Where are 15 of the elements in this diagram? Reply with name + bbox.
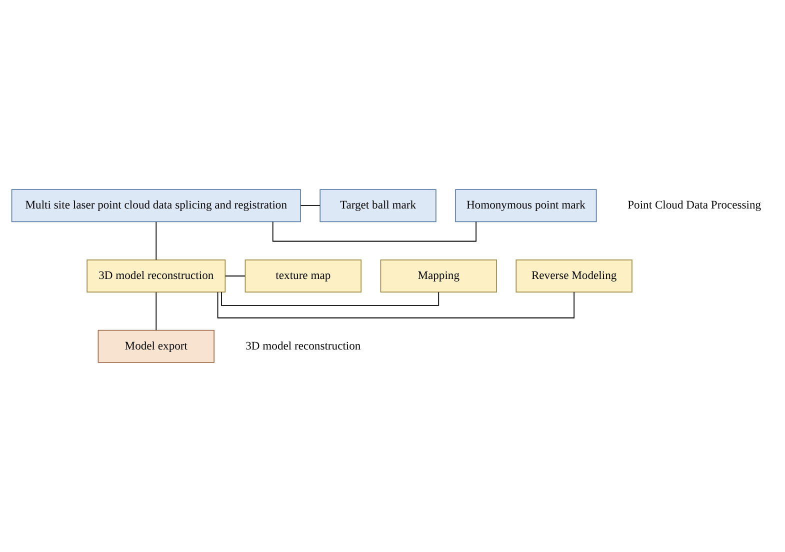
node-box: Mapping	[380, 260, 497, 292]
node-box: 3D model reconstruction	[86, 260, 226, 292]
connector	[272, 221, 476, 242]
connector	[300, 205, 320, 206]
node-box: Multi site laser point cloud data splicing and registration	[11, 189, 301, 222]
connector	[156, 292, 157, 331]
node-box: Model export	[98, 330, 214, 363]
connector	[217, 292, 574, 318]
node-box: texture map	[244, 260, 362, 292]
label: Point Cloud Data Processing	[628, 198, 762, 212]
node-box: Target ball mark	[320, 189, 436, 222]
connector	[156, 221, 157, 260]
label: 3D model reconstruction	[246, 339, 361, 352]
node-box: Reverse Modeling	[516, 260, 632, 292]
node-box: Homonymous point mark	[455, 189, 597, 222]
